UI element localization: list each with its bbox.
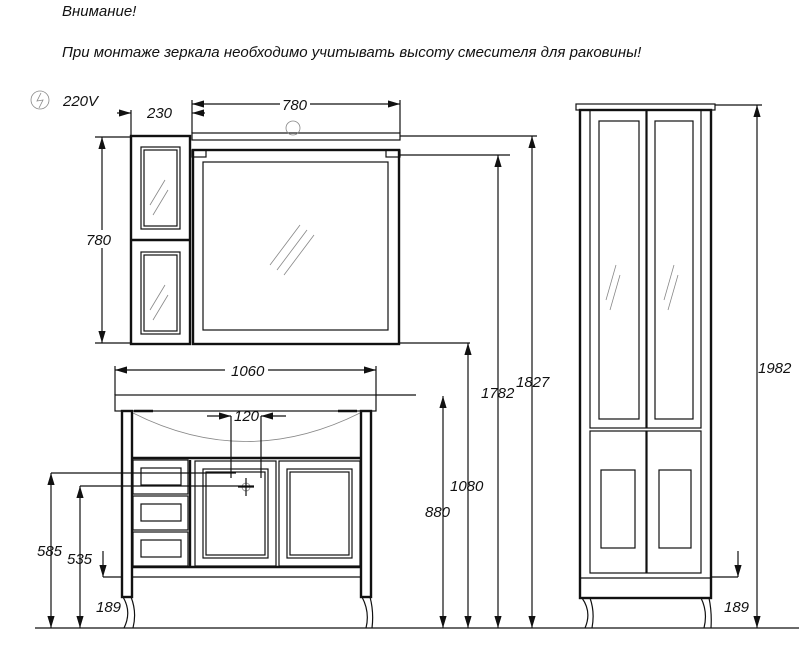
electric-outlet-icon	[30, 90, 50, 110]
outlet-585-label: 585	[37, 543, 63, 560]
tall-cabinet-height-label: 1982	[758, 360, 792, 377]
mirror-width-label: 780	[282, 97, 308, 114]
power-label: 220V	[62, 93, 100, 110]
drain-crosshair-icon	[238, 478, 254, 496]
tall-leg-height-label: 189	[724, 599, 750, 616]
mirror-top-1782-label: 1782	[481, 385, 515, 402]
faucet-spacing-label: 120	[234, 408, 260, 425]
vanity-height-label: 880	[425, 504, 451, 521]
vanity-unit	[114, 394, 377, 629]
mirror-bottom-label: 1080	[450, 478, 484, 495]
tall-cabinet	[575, 103, 716, 629]
mirror-top-1827-label: 1827	[516, 374, 550, 391]
warning-title: Внимание!	[62, 3, 137, 20]
mounting-instruction: При монтаже зеркала необходимо учитывать…	[62, 44, 642, 61]
side-wall-cabinet	[129, 134, 192, 346]
outlet-535-label: 535	[67, 551, 93, 568]
side-cabinet-width-label: 230	[146, 105, 173, 122]
mirror-height-label: 780	[86, 232, 112, 249]
vanity-width-label: 1060	[231, 363, 265, 380]
mirror	[191, 120, 401, 346]
leg-height-label: 189	[96, 599, 122, 616]
